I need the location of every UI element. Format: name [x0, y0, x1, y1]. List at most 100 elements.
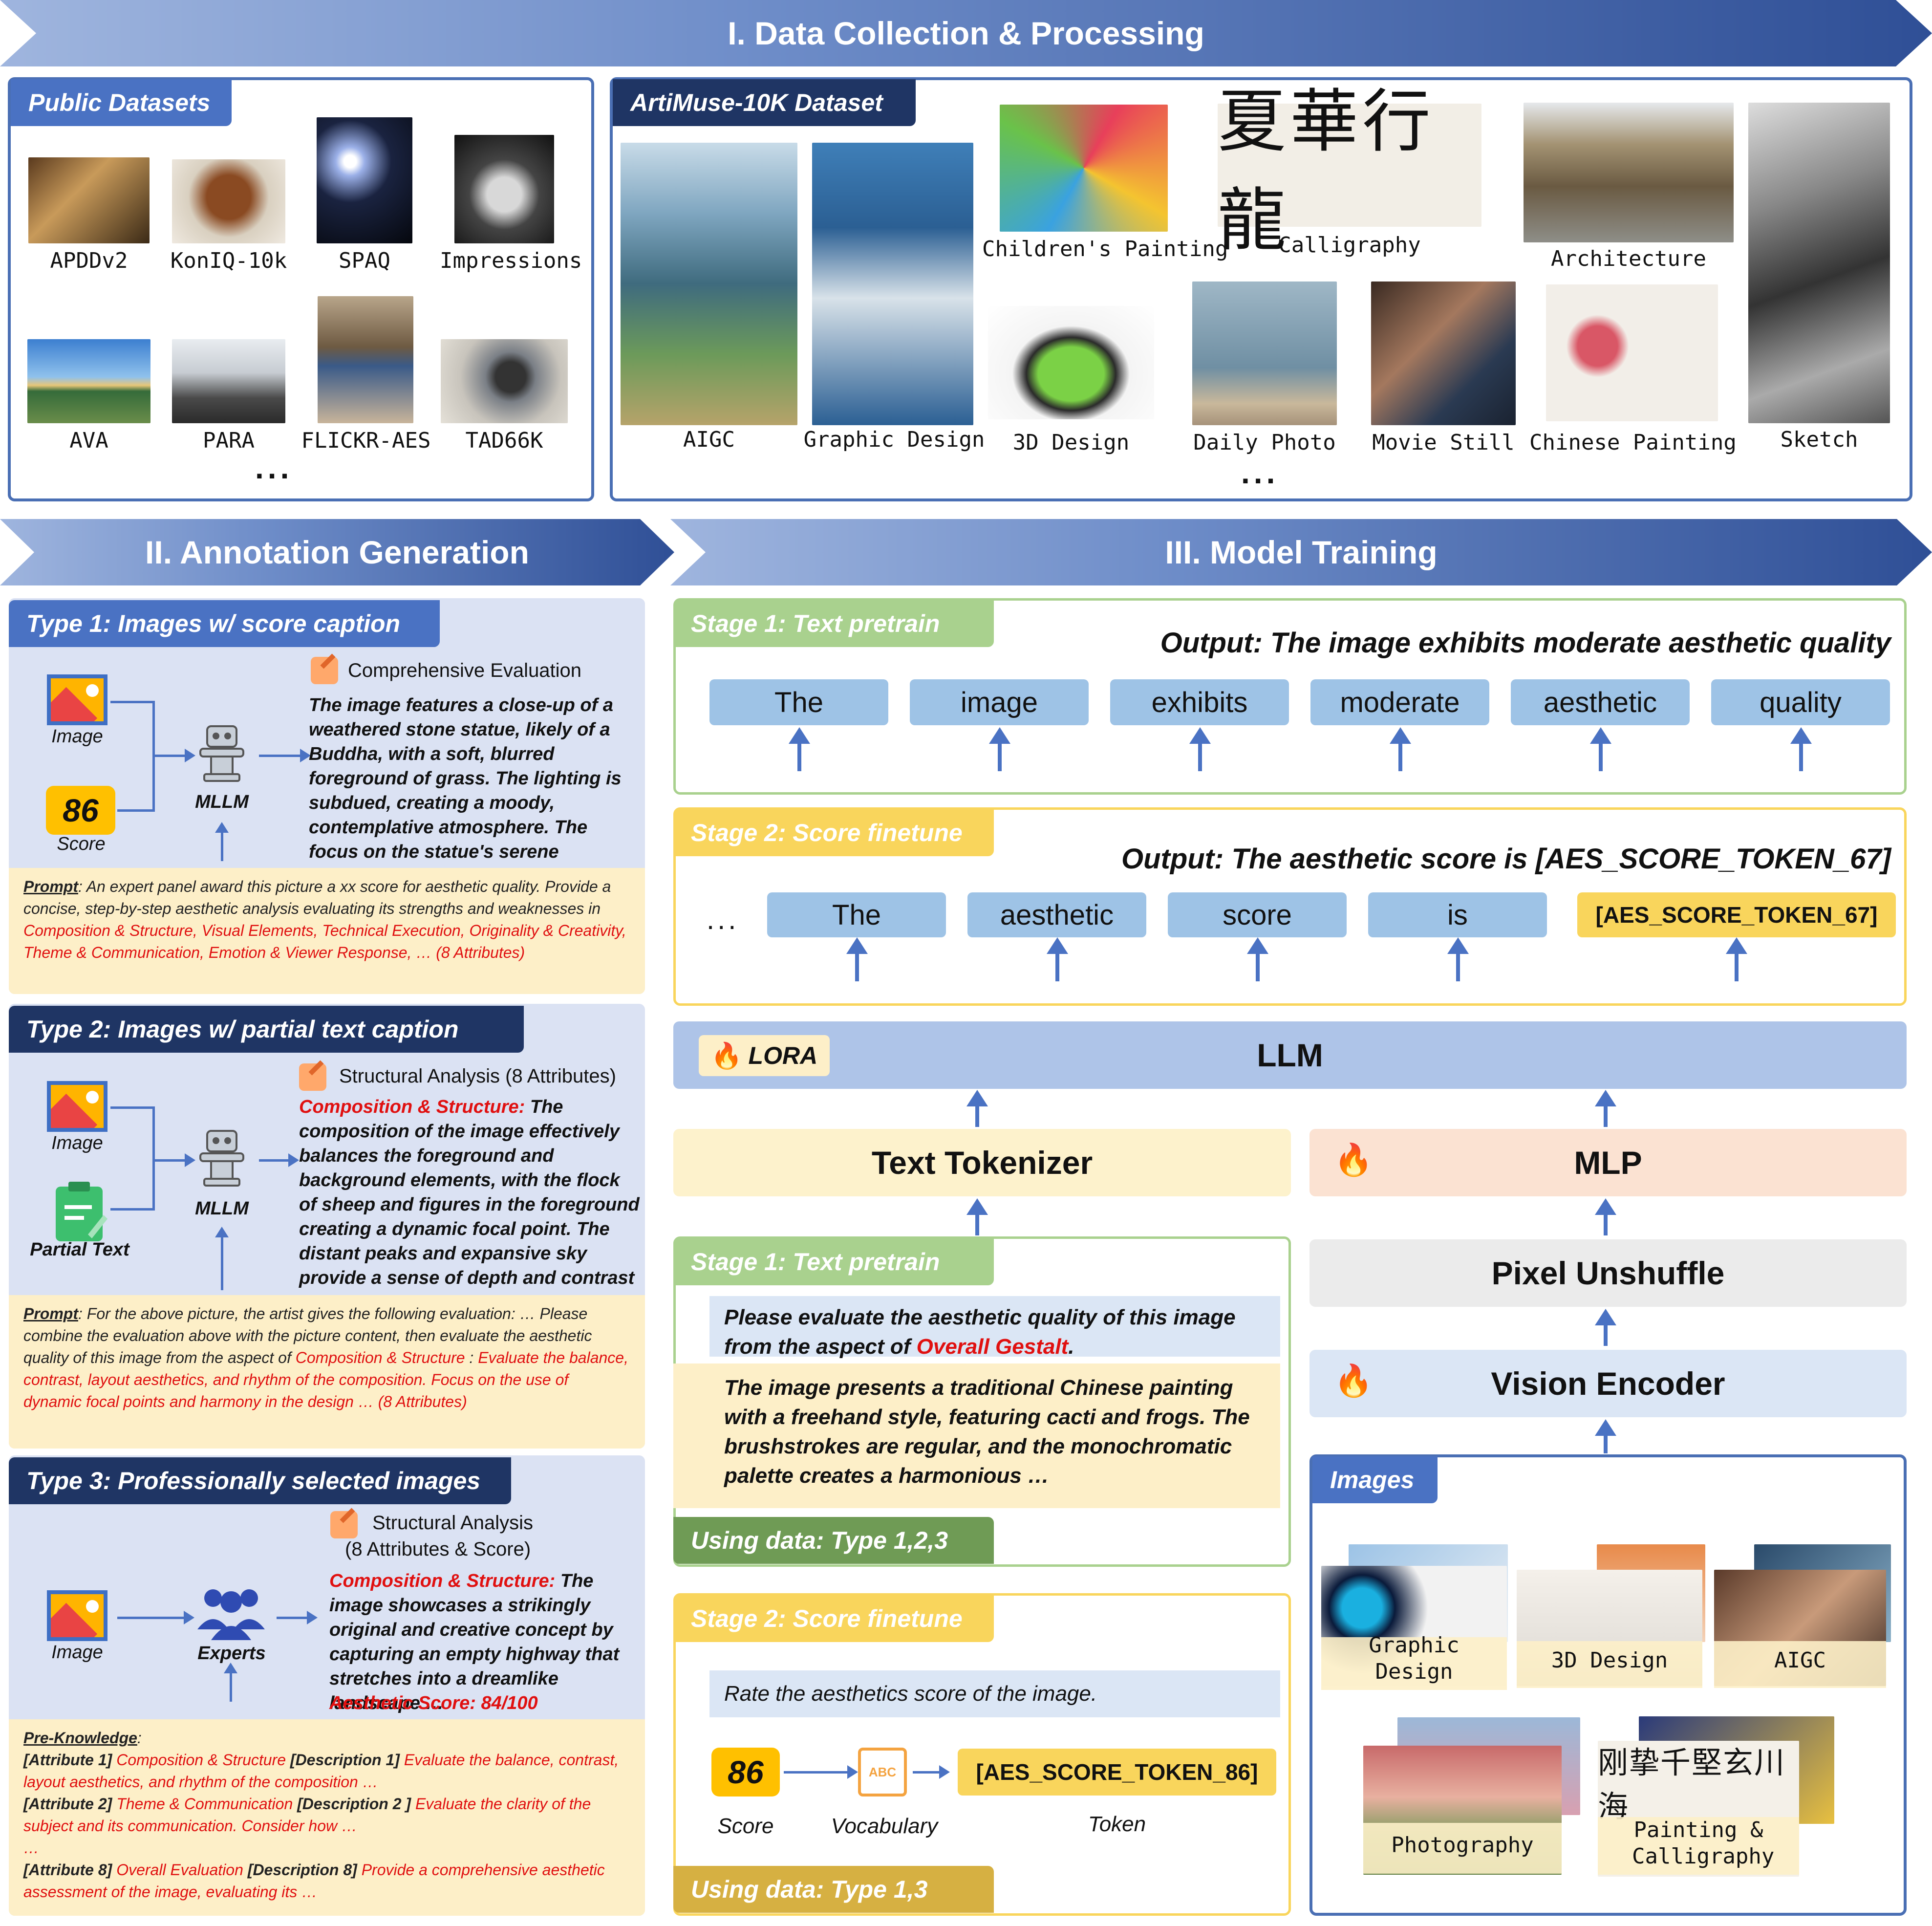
type3-image-label: Image [51, 1642, 103, 1663]
desc1-text: Evaluate the balance, contrast, layout a… [23, 1751, 619, 1791]
arrow-encoder-to-unshuffle [1595, 1309, 1616, 1346]
stage1-token-image: image [910, 679, 1089, 725]
type3-heading2: (8 Attributes & Score) [345, 1538, 531, 1560]
stage1-token-exhibits: exhibits [1110, 679, 1289, 725]
stage2-arrow-5 [1726, 937, 1747, 981]
attr2-name: Theme & Communication [112, 1795, 298, 1813]
type2-note-icon [299, 1063, 326, 1091]
type1-prompt: Prompt: An expert panel award this pictu… [9, 868, 645, 994]
type1-image-icon [47, 674, 107, 725]
thumb-3d-design [988, 306, 1154, 419]
stage2-token-label: Token [1088, 1812, 1146, 1836]
desc8-tag: [Description 8] [247, 1861, 357, 1879]
stage1-arrow-4 [1390, 727, 1411, 771]
stage2-score-label: Score [717, 1814, 774, 1838]
type3-preknowledge: Pre-Knowledge: [Attribute 1] Composition… [9, 1719, 645, 1916]
type2-heading: Structural Analysis (8 Attributes) [339, 1065, 616, 1087]
type2-connector-h1 [110, 1106, 154, 1109]
pk-ellipsis: … [23, 1839, 39, 1857]
llm-block: LLM [673, 1021, 1907, 1089]
type3-arrow-to-experts [117, 1611, 194, 1624]
stage1-token-the: The [709, 679, 888, 725]
stage1-arrow-6 [1790, 727, 1812, 771]
type2-connector-h2 [110, 1208, 154, 1211]
mlp-fire-icon: 🔥 [1334, 1142, 1373, 1177]
type2-prompt: Prompt: For the above picture, the artis… [9, 1295, 645, 1449]
stage1-arrow-2 [989, 727, 1010, 771]
type1-connector-h1 [110, 701, 154, 703]
caption-apddv2: APDDv2 [50, 248, 128, 273]
public-datasets-label: Public Datasets [11, 79, 232, 126]
caption-ava: AVA [69, 428, 108, 453]
images-aigc-caption: AIGC [1774, 1648, 1826, 1673]
stage2-output-text: Output: The aesthetic score is [AES_SCOR… [1121, 843, 1891, 875]
type1-image-label: Image [51, 726, 103, 747]
thumb-ava [27, 339, 150, 423]
type3-score-line: Aesthetic Score: 84/100 [329, 1691, 642, 1715]
experts-icon [197, 1589, 265, 1640]
images-3d-design-caption-bg [1517, 1641, 1702, 1688]
type2-partial-label: Partial Text [30, 1239, 129, 1260]
caption-flickr-aes: FLICKR-AES [301, 428, 431, 453]
type3-text-body: The image showcases a strikingly origina… [329, 1571, 620, 1713]
stage2-output-label: Stage 2: Score finetune [673, 809, 994, 856]
stage2-output-panel [673, 807, 1907, 1006]
desc8-text: Provide a comprehensive aesthetic assess… [23, 1861, 605, 1901]
desc2-text: Evaluate the clarity of the subject and … [23, 1795, 591, 1835]
type1-prompt-text: : An expert panel award this picture a x… [23, 878, 611, 917]
stage1-output-panel [673, 598, 1907, 795]
attr1-name: Composition & Structure [112, 1751, 290, 1769]
caption-calligraphy: Calligraphy [1278, 233, 1421, 258]
type2-connector-v [152, 1106, 155, 1211]
type1-arrow-prompt-up [215, 822, 229, 861]
thumb-apddv2 [28, 157, 150, 243]
type1-arrow-to-mllm [154, 749, 195, 762]
vocabulary-icon-text: ABC [868, 1764, 897, 1779]
type2-partial-text-icon [56, 1182, 107, 1241]
caption-architecture: Architecture [1551, 246, 1706, 271]
caption-childrens-painting: Children's Painting [982, 237, 1228, 261]
arrow-images-to-encoder [1595, 1419, 1616, 1453]
stage2-token-aesthetic: aesthetic [967, 892, 1146, 937]
stage2-input-panel [673, 1593, 1291, 1916]
stage1-token-quality: quality [1711, 679, 1890, 725]
stage1-input-label: Stage 1: Text pretrain [673, 1238, 994, 1285]
type1-connector-h2 [117, 809, 154, 812]
stage1-token-moderate: moderate [1310, 679, 1489, 725]
caption-para: PARA [203, 428, 255, 453]
type2-prompt-red2: Evaluate the balance, contrast, layout a… [23, 1349, 628, 1410]
type1-score-label: Score [57, 834, 106, 854]
type2-image-icon [47, 1081, 107, 1132]
stage2-arrow-score-to-vocab [784, 1765, 858, 1779]
vocabulary-icon: ABC [858, 1748, 907, 1796]
type2-mllm-label: MLLM [195, 1198, 249, 1219]
type1-note-icon [311, 657, 338, 684]
stage2-arrow-4 [1447, 937, 1469, 981]
arrow-mlp-to-llm [1595, 1090, 1616, 1127]
images-graphic-design-caption: Graphic Design [1369, 1633, 1460, 1684]
stage2-token-score: score [1168, 892, 1347, 937]
stage2-score-token: [AES_SCORE_TOKEN_67] [1577, 892, 1896, 937]
desc2-tag: [Description 2 ] [297, 1795, 411, 1813]
vision-encoder-fire-icon: 🔥 [1334, 1363, 1373, 1398]
thumb-aigc [621, 143, 797, 425]
section1-title: I. Data Collection & Processing [728, 15, 1204, 51]
images-photography-caption-bg [1363, 1823, 1562, 1874]
type1-arrow-to-text [259, 749, 311, 762]
type2-image-label: Image [51, 1133, 103, 1153]
stage1-output-text: Output: The image exhibits moderate aest… [1160, 627, 1891, 659]
stage2-arrow-2 [1047, 937, 1068, 981]
images-graphic-design-caption-bg [1321, 1637, 1507, 1690]
thumb-spaq [317, 117, 412, 243]
stage1-output-label: Stage 1: Text pretrain [673, 600, 994, 647]
desc1-tag: [Description 1] [290, 1751, 400, 1769]
thumb-chinese-painting [1546, 284, 1718, 421]
attr8-tag: [Attribute 8] [23, 1861, 112, 1879]
type1-heading: Comprehensive Evaluation [348, 660, 582, 681]
thumb-impressions [454, 135, 554, 243]
type3-experts-label: Experts [197, 1643, 266, 1664]
type1-mllm-label: MLLM [195, 792, 249, 812]
images-panel [1309, 1454, 1907, 1916]
llm-label: LLM [1257, 1037, 1323, 1073]
lora-label: LORA [748, 1042, 818, 1069]
